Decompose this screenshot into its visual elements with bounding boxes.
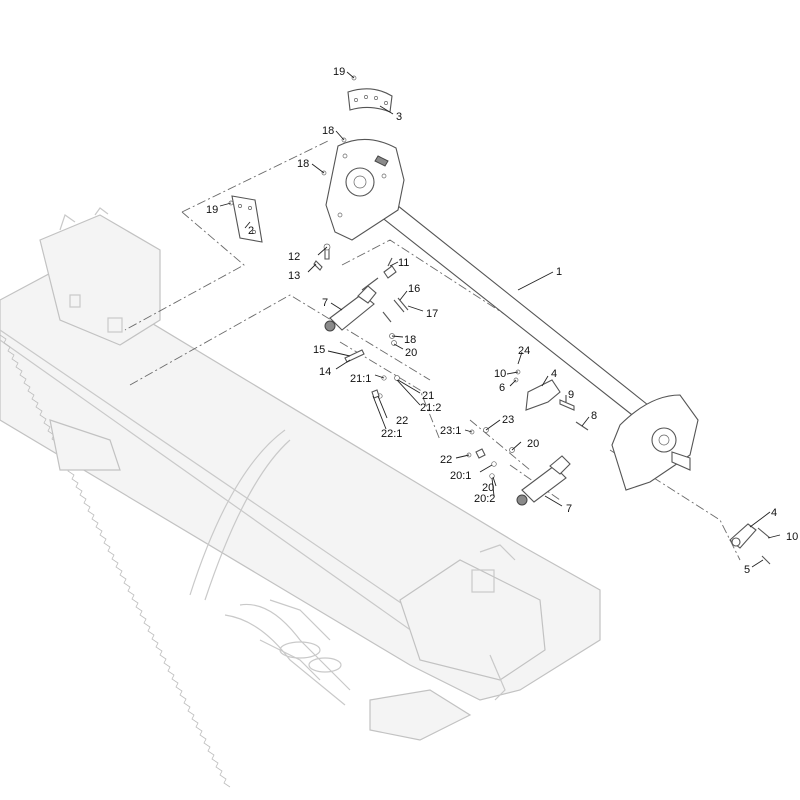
cylinder-upper: [324, 265, 397, 332]
callout-17: 17: [426, 308, 438, 320]
callout-5: 5: [744, 564, 750, 576]
callout-20: 20: [405, 347, 417, 359]
callout-20-1: 20:1: [450, 470, 471, 482]
callout-1: 1: [556, 266, 562, 278]
callout-20: 20: [527, 438, 539, 450]
callout-23-1: 23:1: [440, 425, 461, 437]
callout-3: 3: [396, 111, 402, 123]
callout-23: 23: [502, 414, 514, 426]
callout-20-2: 20:2: [474, 493, 495, 505]
callout-6: 6: [499, 382, 505, 394]
callout-16: 16: [408, 283, 420, 295]
callout-18: 18: [297, 158, 309, 170]
callout-18: 18: [404, 334, 416, 346]
callout-22: 22: [396, 415, 408, 427]
plate-2: [231, 195, 263, 243]
callout-7: 7: [566, 503, 572, 515]
cam-plate-right: [611, 394, 699, 491]
callout-21: 21: [422, 390, 434, 402]
callout-labels: 19 3 18 18 19 2 12 13 11 1 7 16 17 18 20…: [206, 66, 798, 576]
cam-plate-left: [324, 138, 405, 260]
cylinder-lower: [516, 455, 571, 506]
callout-19: 19: [333, 66, 345, 78]
callout-20: 20: [482, 482, 494, 494]
callout-4: 4: [551, 368, 557, 380]
callout-24: 24: [518, 345, 530, 357]
callout-21-2: 21:2: [420, 402, 441, 414]
callout-9: 9: [568, 389, 574, 401]
deck-frame-ghost: [0, 207, 601, 788]
callout-4: 4: [771, 507, 777, 519]
callout-11: 11: [398, 257, 409, 269]
callout-7: 7: [322, 297, 328, 309]
callout-18: 18: [322, 125, 334, 137]
callout-14: 14: [319, 366, 331, 378]
callout-19: 19: [206, 204, 218, 216]
leader-lines: [219, 71, 781, 568]
callout-22: 22: [440, 454, 452, 466]
callout-8: 8: [591, 410, 597, 422]
callout-10: 10: [786, 531, 798, 543]
plate-3: [347, 88, 393, 113]
callout-13: 13: [288, 270, 300, 282]
callout-2: 2: [248, 225, 254, 237]
callout-22-1: 22:1: [381, 428, 402, 440]
callout-21-1: 21:1: [350, 373, 371, 385]
callout-15: 15: [313, 344, 325, 356]
callout-12: 12: [288, 251, 300, 263]
callout-10: 10: [494, 368, 506, 380]
